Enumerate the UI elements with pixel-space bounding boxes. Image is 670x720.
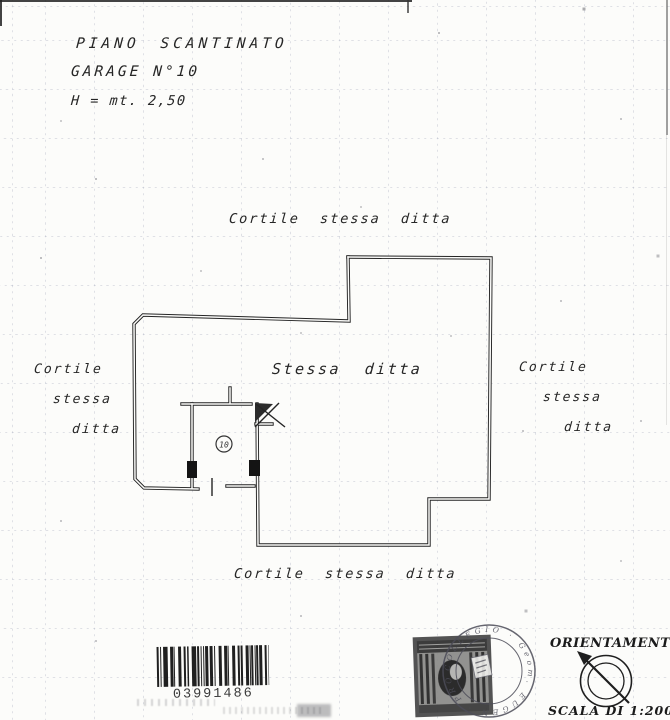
courtyard-label-bottom: Cortile stessa ditta [233, 566, 458, 582]
floor-title: PIANO SCANTINATO [75, 36, 289, 52]
scan-smudge-left [137, 699, 215, 706]
floor-plan-outline [132, 255, 493, 547]
scan-smudge-dark [297, 704, 331, 717]
scan-artifact-left-tick [0, 0, 2, 26]
stamp-inset-label [470, 653, 493, 679]
barcode: 03991486 [154, 645, 273, 703]
same-firm-label: Stessa ditta [271, 360, 424, 378]
courtyard-label-left-2: stessa [52, 392, 113, 407]
orientation-title: ORIENTAMENTO [550, 636, 670, 651]
barcode-bars [156, 645, 270, 687]
north-arrow-head [577, 651, 592, 665]
scan-artifact-right-edge [666, 0, 668, 135]
compass-icon [577, 651, 633, 708]
unit-number-circle: 10 [215, 435, 233, 453]
scale-note: SCALA DI 1:200 [548, 703, 670, 718]
courtyard-label-top: Cortile stessa ditta [228, 211, 453, 227]
scan-smudge-center [223, 707, 321, 714]
courtyard-label-right-3: ditta [563, 420, 614, 435]
courtyard-label-left-1: Cortile [33, 362, 104, 377]
revenue-stamp [412, 634, 494, 718]
pillar-left [187, 461, 197, 478]
door-swing-symbol [254, 402, 286, 428]
courtyard-label-right-2: stessa [542, 390, 603, 405]
unit-number: 10 [219, 441, 229, 450]
plan-details: 10 [187, 402, 286, 496]
courtyard-label-right-1: Cortile [518, 360, 589, 375]
courtyard-label-left-3: ditta [71, 422, 122, 437]
scan-artifact-right-edge-faint [666, 135, 667, 425]
height-note: H = mt. 2,50 [70, 93, 188, 109]
north-arrow [584, 658, 630, 704]
pillar-right [249, 460, 260, 476]
scan-artifact-top-tick [407, 0, 409, 13]
scan-artifact-top-line [0, 0, 412, 2]
unit-title: GARAGE N°10 [70, 64, 201, 80]
